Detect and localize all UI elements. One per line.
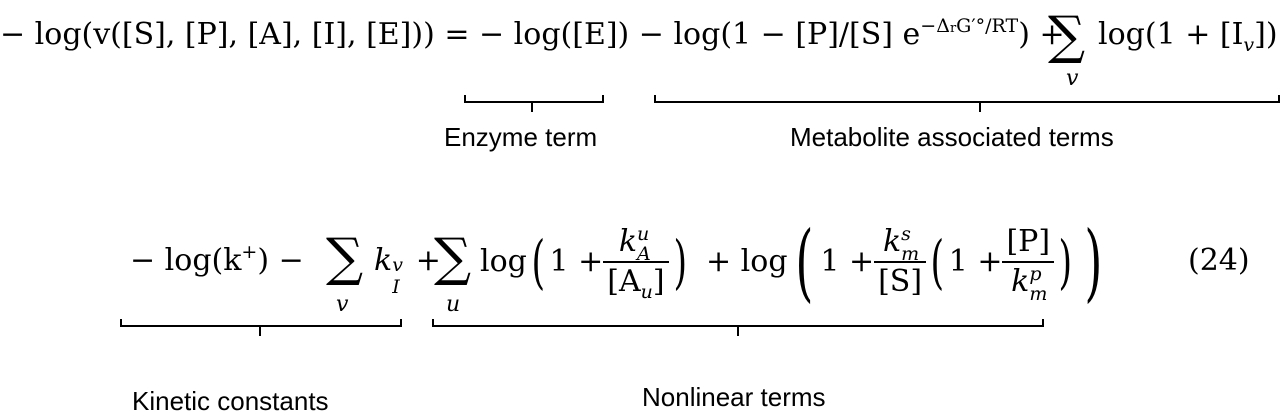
sum-symbol-v: ∑: [326, 228, 364, 288]
enzyme-term-label: Enzyme term: [444, 122, 598, 152]
equation-number: (24): [1188, 243, 1250, 278]
kinetic-constants-label: Kinetic constants: [132, 386, 329, 416]
metabolite-terms-label: Metabolite associated terms: [790, 122, 1114, 152]
sum-symbol-u: ∑: [434, 228, 472, 288]
thermo-term: − log(1 − [P]/[S] e−ΔrG′°/RT) +: [629, 15, 1065, 52]
enzyme-term-brace: [464, 95, 604, 112]
kinetic-constants-brace: [120, 319, 402, 336]
equation-line-1: − log(v([S], [P], [A], [I], [E])) = − lo…: [0, 15, 1065, 52]
inhibitor-term: log(1 + [Iv]): [1098, 17, 1278, 56]
kinetic-constant-term: − log(k+) −: [130, 241, 304, 278]
sum-index-line1: v: [1066, 66, 1079, 91]
sum-index-v: v: [336, 292, 349, 317]
nonlinear-terms-brace: [432, 319, 1044, 336]
sum-index-u: u: [446, 292, 461, 317]
nonlinear-terms-label: Nonlinear terms: [642, 382, 826, 412]
metabolite-terms-brace: [654, 95, 1280, 112]
lhs-term: − log(v([S], [P], [A], [I], [E])) =: [0, 17, 479, 52]
enzyme-term-expression: − log([E]): [479, 17, 630, 52]
sum-symbol-line1: ∑: [1048, 6, 1086, 66]
